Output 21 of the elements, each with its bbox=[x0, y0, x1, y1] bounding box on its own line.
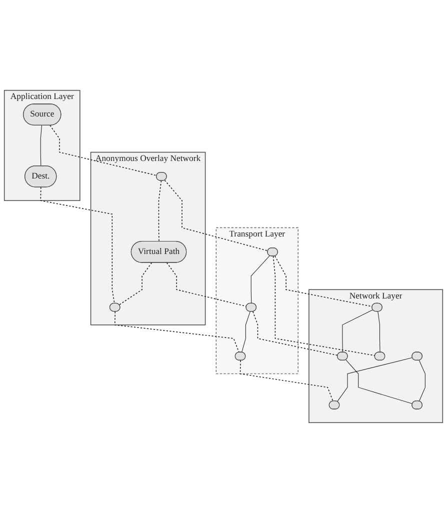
connector bbox=[240, 360, 334, 402]
connector bbox=[164, 180, 268, 252]
connector bbox=[40, 186, 115, 304]
connector bbox=[40, 125, 42, 166]
cluster: Transport Layer bbox=[216, 227, 299, 374]
connector bbox=[378, 311, 380, 353]
connector bbox=[252, 311, 338, 356]
connector bbox=[342, 310, 374, 353]
connector bbox=[114, 311, 240, 353]
connector bbox=[166, 262, 247, 307]
connector bbox=[118, 262, 152, 306]
connector bbox=[346, 360, 413, 404]
connector bbox=[272, 256, 376, 356]
connector bbox=[50, 124, 158, 176]
connector bbox=[250, 255, 270, 304]
connector bbox=[274, 256, 373, 307]
connector bbox=[242, 311, 250, 353]
connector bbox=[418, 360, 426, 402]
cluster: Network Layer bbox=[308, 289, 444, 424]
connector bbox=[158, 180, 162, 242]
connector bbox=[337, 357, 413, 402]
